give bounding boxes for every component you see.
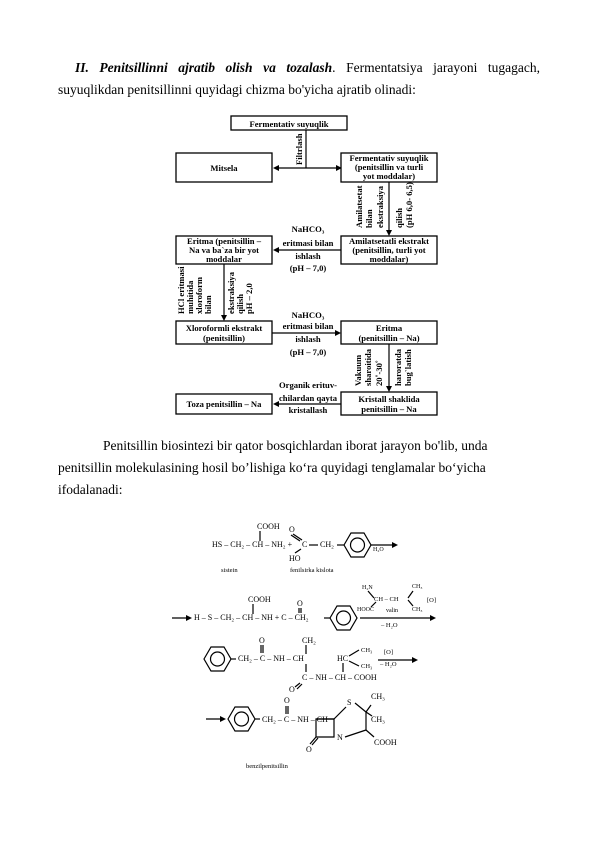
r4-cooh: COOH: [374, 738, 397, 747]
amil-side-2: bilan: [364, 209, 374, 228]
amil-side-1: Amilatsetat: [354, 185, 364, 228]
amil-side-3: ekstraksiya: [375, 185, 385, 228]
hcl-side-4: bilan: [203, 295, 213, 314]
ferm2-line2: (penitsillin va turli: [355, 162, 424, 172]
r2-chch: CH – CH: [374, 596, 399, 603]
r2-ox: [O]: [427, 597, 436, 604]
eritma1-line2: Na va ba`za bir yot: [189, 245, 259, 255]
r2-cooh: COOH: [248, 595, 271, 604]
xloro-line2: (penitsillin): [203, 333, 245, 343]
r4-o2: O: [306, 745, 312, 754]
vak-side-4: haroratda: [393, 348, 403, 386]
nahco1-line3: ishlash: [295, 251, 321, 261]
label-fenil: fenilsirka kislota: [290, 567, 334, 574]
kristall-line2: penitsillin – Na: [361, 404, 417, 414]
r4-s: S: [347, 698, 351, 707]
r1-ho: HO: [289, 554, 301, 563]
label-sistein: sistein: [221, 567, 238, 574]
eritma1-line1: Eritma (penitsillin –: [187, 236, 262, 246]
box-mitsela: Mitsela: [210, 163, 238, 173]
para2-line3: ifodalanadi:: [58, 482, 123, 497]
r3-ch2: CH₂: [302, 636, 316, 645]
amil-ext-line1: Amilatsetatli ekstrakt: [349, 236, 429, 246]
nahco1-line4: (pH – 7,0): [290, 263, 327, 273]
ferm2-line1: Fermentativ suyuqlik: [349, 153, 428, 163]
hcl-side-6: qilish: [235, 294, 245, 314]
label-benzyl: benzilpenitsillin: [246, 763, 289, 770]
label-valin: valin: [386, 608, 398, 614]
organik-line1: Organik erituv-: [279, 380, 337, 390]
r3-ch3-top: CH₃: [361, 647, 372, 654]
xloro-line1: Xloroformli ekstrakt: [186, 323, 263, 333]
nahco2-line2: eritmasi bilan: [283, 321, 334, 331]
amil-side-5: (pH 6,0- 6,5): [404, 182, 414, 228]
eritma1-line3: moddalar: [206, 254, 242, 264]
r3-o2: O: [289, 685, 295, 694]
r2-formula: H – S – CH₂ – CH – NH + C – CH₂: [194, 613, 309, 622]
nahco1-line2: eritmasi bilan: [283, 238, 334, 248]
vak-side-1: Vakuum: [353, 354, 363, 386]
box-toza: Toza penitsillin – Na: [187, 399, 263, 409]
r3-o: O: [259, 636, 265, 645]
eritma2-line1: Eritma: [376, 323, 403, 333]
r2-hooc: HOOC: [357, 607, 374, 613]
nahco2-line1: NaHCO₃: [292, 310, 325, 320]
r4-ch3-top: CH₃: [371, 692, 385, 701]
r1-formula: HS – CH₂ – CH – NH₂ +: [212, 540, 293, 549]
vak-side-3: 20˚-30˚: [374, 360, 384, 386]
r2-ch3-bot: CH₃: [412, 607, 422, 613]
r2-mh2o: – H₂O: [380, 622, 398, 629]
hcl-side-3: xloroform: [194, 276, 204, 314]
hcl-side-5: ekstraksiya: [226, 271, 236, 314]
vak-side-2: sharoitida: [363, 348, 373, 386]
amil-ext-line3: moddalar): [370, 254, 409, 264]
r1-ch2: CH₂: [320, 540, 334, 549]
r3-ox: [O]: [384, 649, 393, 656]
r4-o: O: [284, 696, 290, 705]
hcl-side-1: HCl eritmasi: [176, 266, 186, 314]
eritma2-line2: (penitsillin – Na): [358, 333, 419, 343]
r1-c: C: [302, 540, 307, 549]
organik-line3: kristallash: [289, 405, 328, 415]
kristall-line1: Kristall shaklida: [358, 394, 420, 404]
r4-ch3-bot: CH₃: [371, 715, 385, 724]
r1-h2o: H₂O: [373, 547, 384, 553]
paragraph-2: Penitsillin biosintezi bir qator bosqich…: [58, 435, 518, 501]
ferm2-line3: yot moddalar): [363, 171, 415, 181]
r1-o: O: [289, 525, 295, 534]
r1-cooh: COOH: [257, 522, 280, 531]
para2-line2: penitsillin molekulasining hosil bo’lish…: [58, 460, 486, 475]
section-paragraph: II. Penitsillinni ajratib olish va tozal…: [58, 57, 540, 101]
nahco2-line3: ishlash: [295, 334, 321, 344]
r2-ch3-top: CH₃: [412, 584, 422, 590]
amil-side-4: qilish: [394, 208, 404, 228]
para2-line1: Penitsillin biosintezi bir qator bosqich…: [103, 438, 488, 453]
nahco1-line1: NaHCO₃: [292, 224, 325, 234]
r3-ch3-bot: CH₃: [361, 663, 372, 670]
organik-line2: chilardan qayta: [279, 393, 338, 403]
hcl-side-2: muhitida: [185, 280, 195, 314]
box-top: Fermentativ suyuqlik: [249, 119, 328, 129]
r2-h2n: H₂N: [362, 585, 373, 591]
r3-hc: HC: [337, 654, 348, 663]
r4-formula: CH₂ – C – NH – CH: [262, 715, 328, 724]
nahco2-line4: (pH – 7,0): [290, 347, 327, 357]
r3-c: C – NH – CH – COOH: [302, 673, 377, 682]
amil-ext-line2: (penitsillin, turli yot: [352, 245, 425, 255]
vak-side-5: bug`latish: [403, 349, 413, 386]
section-text: . Fermentatsiya jarayoni tugagach, suyuq…: [58, 60, 540, 97]
hcl-side-7: pH – 2,0: [244, 283, 254, 314]
r3-mh2o: – H₂O: [379, 661, 397, 668]
label-filtrlash: Filtrlash: [294, 133, 304, 165]
r3-formula: CH₂ – C – NH – CH: [238, 654, 304, 663]
section-heading: II. Penitsillinni ajratib olish va tozal…: [75, 60, 333, 75]
r4-n: N: [337, 733, 343, 742]
r2-o: O: [297, 599, 303, 608]
